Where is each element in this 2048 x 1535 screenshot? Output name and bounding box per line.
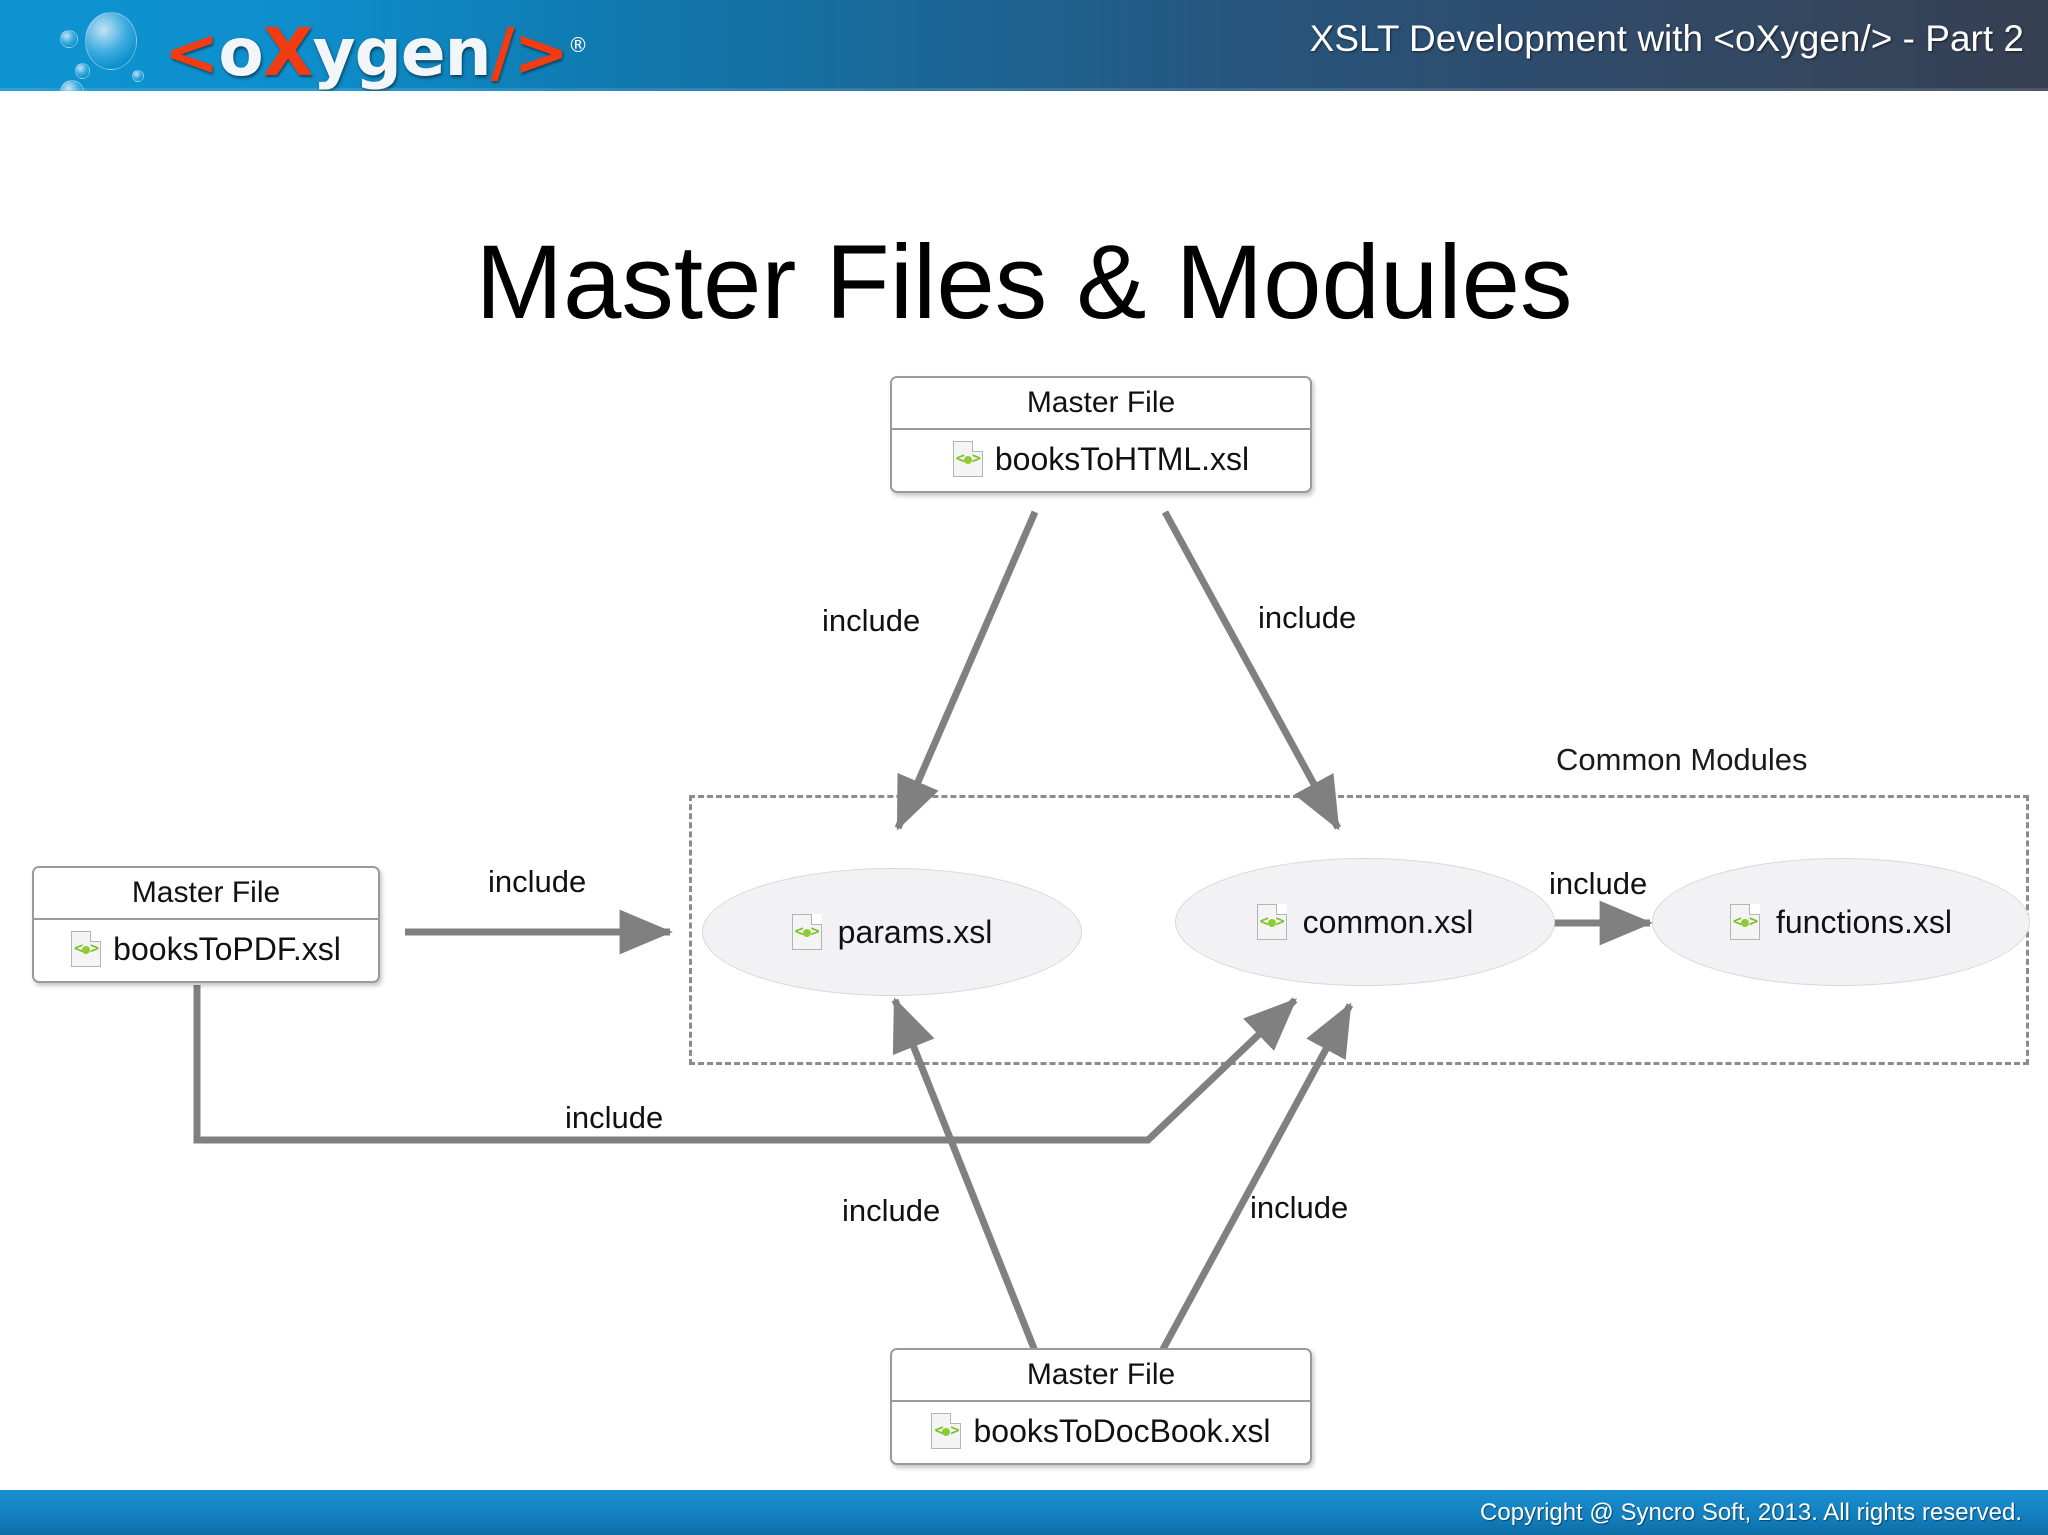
- xsl-icon-glyph: < >: [74, 939, 99, 957]
- xsl-file-icon: < >: [1256, 904, 1287, 940]
- edge-label-include-4: include: [565, 1100, 664, 1135]
- bubble-decoration-3: [75, 63, 90, 79]
- logo-text-ygen: ygen: [312, 14, 492, 91]
- node-master-file-bookstopdf[interactable]: Master File < > booksToPDF.xsl: [32, 866, 380, 983]
- edge-bookstodocbook-params: [891, 997, 1039, 1353]
- header-title: XSLT Development with <oXygen/> - Part 2: [1309, 18, 2024, 59]
- xsl-icon-dot: [1740, 919, 1749, 927]
- node-title: Master File: [892, 378, 1310, 430]
- edge-bookstopdf-common: [193, 985, 1298, 1144]
- xsl-icon-dot: [802, 929, 811, 937]
- node-title: Master File: [34, 868, 378, 920]
- edge-label-include-1: include: [822, 603, 921, 638]
- edge-bookstodocbook-common: [1158, 1002, 1354, 1353]
- xsl-icon-glyph: < >: [955, 449, 981, 467]
- edge-bookstohtml-common: [1161, 510, 1342, 831]
- bubble-decoration-5: [132, 70, 144, 82]
- xsl-file-icon: < >: [1729, 904, 1760, 940]
- xsl-icon-dot: [942, 1428, 951, 1436]
- logo-lt-bracket: <: [164, 14, 219, 91]
- logo-registered-mark: ®: [567, 33, 588, 57]
- xsl-icon-dot: [1267, 919, 1276, 927]
- xsl-icon-glyph: < >: [934, 1421, 959, 1439]
- node-filename: booksToHTML.xsl: [994, 440, 1250, 477]
- edge-label-include-7: include: [1250, 1190, 1349, 1225]
- xsl-icon-dot: [82, 946, 91, 954]
- edge-label-include-2: include: [1258, 600, 1357, 635]
- bubble-decoration-1: [85, 12, 137, 70]
- xsl-icon-glyph: < >: [1732, 912, 1758, 930]
- logo-letter-x: X: [262, 14, 314, 91]
- logo-gt-bracket: >: [513, 14, 569, 91]
- edge-bookstohtml-params: [894, 510, 1039, 831]
- node-body: < > booksToHTML.xsl: [892, 430, 1310, 488]
- node-body: < > booksToDocBook.xsl: [892, 1402, 1310, 1460]
- node-filename: functions.xsl: [1775, 903, 1953, 940]
- xsl-file-icon: < >: [952, 441, 983, 477]
- node-module-common[interactable]: < > common.xsl: [1175, 858, 1555, 986]
- common-modules-label: Common Modules: [1556, 742, 1808, 777]
- node-filename: params.xsl: [837, 913, 993, 950]
- node-filename: booksToPDF.xsl: [113, 930, 341, 967]
- node-module-params[interactable]: < > params.xsl: [702, 868, 1082, 996]
- node-module-functions[interactable]: < > functions.xsl: [1652, 858, 2030, 986]
- xsl-icon-dot: [963, 456, 972, 464]
- page-title: Master Files & Modules: [475, 224, 1573, 342]
- edge-label-include-5: include: [1549, 866, 1648, 901]
- edge-label-include-3: include: [488, 864, 587, 899]
- node-title: Master File: [892, 1350, 1310, 1402]
- copyright-text: Copyright @ Syncro Soft, 2013. All right…: [1480, 1499, 2022, 1526]
- oxygen-logo: <oXygen/>®: [164, 2, 588, 91]
- node-filename: common.xsl: [1302, 903, 1474, 940]
- node-master-file-bookstodocbook[interactable]: Master File < > booksToDocBook.xsl: [890, 1348, 1312, 1465]
- xsl-file-icon: < >: [931, 1413, 962, 1449]
- xsl-file-icon: < >: [71, 931, 102, 967]
- xsl-icon-glyph: < >: [794, 922, 820, 940]
- node-master-file-bookstohtml[interactable]: Master File < > booksToHTML.xsl: [890, 376, 1312, 493]
- xsl-file-icon: < >: [791, 914, 822, 950]
- bubble-decoration-2: [60, 30, 78, 48]
- logo-slash: /: [490, 14, 515, 91]
- edge-label-include-6: include: [842, 1193, 941, 1228]
- node-body: < > booksToPDF.xsl: [34, 920, 378, 978]
- app-header: <oXygen/>® XSLT Development with <oXygen…: [0, 0, 2048, 91]
- app-footer: Copyright @ Syncro Soft, 2013. All right…: [0, 1490, 2048, 1535]
- logo-letter-o: o: [218, 14, 263, 91]
- xsl-icon-glyph: < >: [1259, 912, 1285, 930]
- node-filename: booksToDocBook.xsl: [973, 1412, 1271, 1449]
